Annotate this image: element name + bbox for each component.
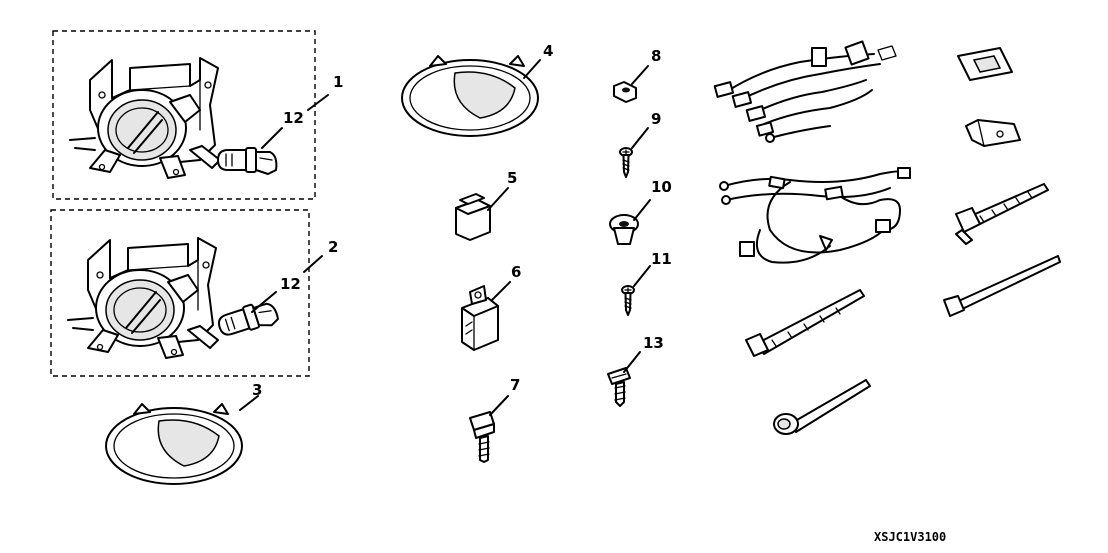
callout-1: 1 [333, 73, 343, 91]
screw-part-9 [619, 147, 633, 178]
bolt-part-13 [607, 367, 631, 407]
callout-13: 13 [643, 334, 664, 352]
callout-11: 11 [651, 250, 672, 268]
screw-part-11 [621, 285, 635, 316]
callout-2: 2 [328, 238, 338, 256]
bulb-upper [217, 147, 278, 175]
bolt-part [469, 411, 495, 463]
cable-tie-center [745, 289, 865, 357]
diagram-code: XSJC1V3100 [874, 530, 946, 544]
relay-part [461, 285, 499, 351]
assembly-2-box [50, 209, 310, 377]
bulb-lower [215, 296, 281, 342]
clip-nut-part [609, 214, 639, 245]
assembly-1-box [52, 30, 316, 200]
callout-8: 8 [651, 47, 661, 65]
callout-3: 3 [252, 381, 262, 399]
cable-tie-right [943, 255, 1061, 317]
cable-tie-grommet [773, 379, 871, 435]
callout-10: 10 [651, 178, 672, 196]
callout-5: 5 [507, 169, 517, 187]
cable-tie-clip-upper [955, 183, 1049, 245]
callout-9: 9 [651, 110, 661, 128]
adhesive-pad-part [957, 47, 1013, 81]
switch-part [455, 193, 491, 241]
callout-12-lower: 12 [280, 275, 301, 293]
fog-light-assembly-left [69, 57, 221, 179]
callout-6: 6 [511, 263, 521, 281]
callout-4: 4 [543, 42, 553, 60]
wire-harness-lower [719, 167, 911, 264]
bracket-part [965, 119, 1021, 147]
fog-light-bezel-lower [105, 403, 243, 485]
callout-7: 7 [510, 376, 520, 394]
fog-light-assembly-right [67, 237, 219, 359]
nut-part [613, 81, 637, 103]
wire-harness-upper [713, 40, 897, 143]
callout-12-upper: 12 [283, 109, 304, 127]
fog-light-bezel-upper [401, 55, 539, 137]
